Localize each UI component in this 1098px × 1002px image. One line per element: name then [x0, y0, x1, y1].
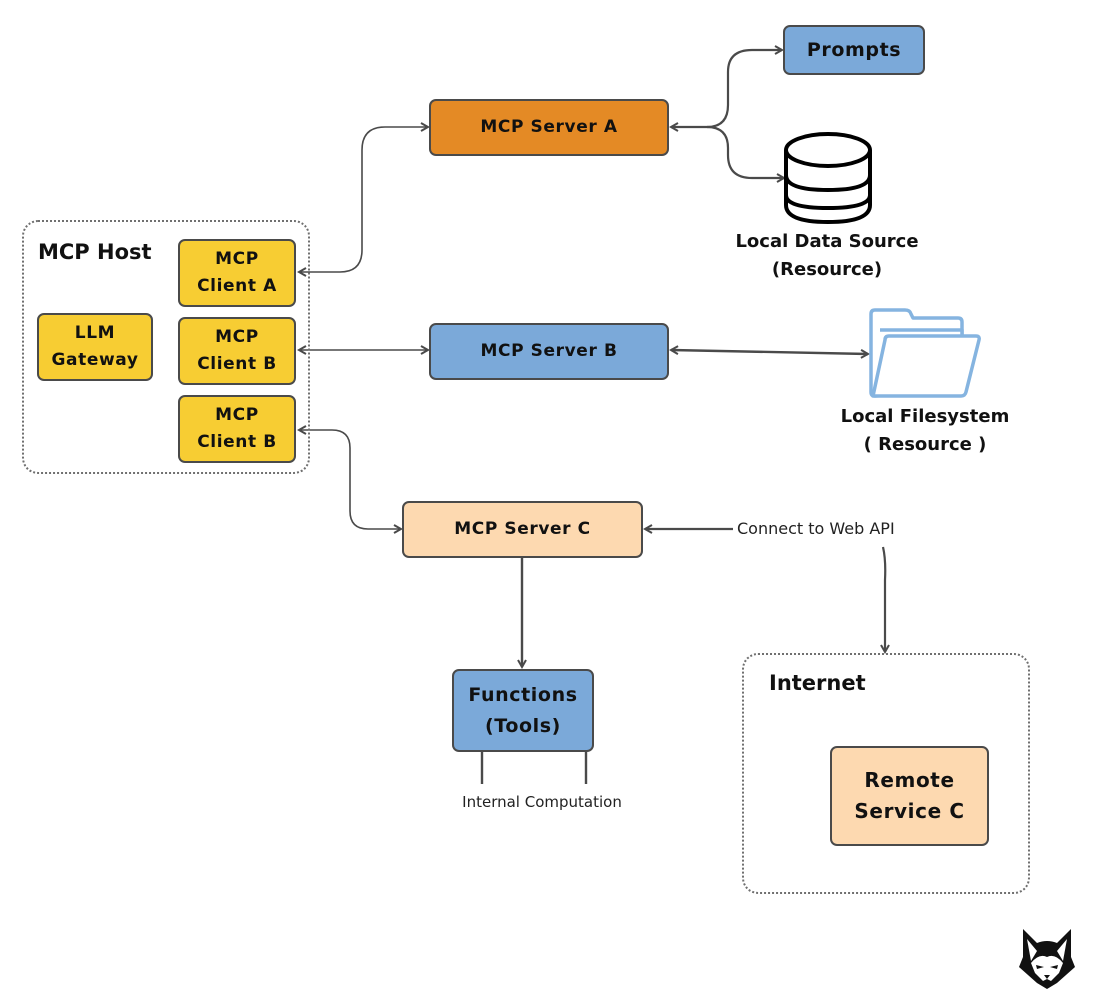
edge-server-a-data-source: [706, 125, 784, 178]
mcp-client-a-label: MCP Client A: [197, 249, 277, 296]
remote-service-c-label: Remote Service C: [854, 768, 965, 823]
llm-gateway-node[interactable]: LLM Gateway: [37, 313, 153, 381]
mcp-server-a-node[interactable]: MCP Server A: [429, 99, 669, 156]
mcp-server-b-node[interactable]: MCP Server B: [429, 323, 669, 380]
prompts-label: Prompts: [806, 38, 902, 61]
wolf-head-icon: [1019, 929, 1075, 989]
internet-group: Internet: [742, 653, 1030, 894]
mcp-client-b2-label: MCP Client B: [197, 405, 277, 452]
edge-client-a-server-a: [299, 127, 428, 272]
mcp-client-b-label: MCP Client B: [197, 327, 277, 374]
functions-tools-node[interactable]: Functions (Tools): [452, 669, 594, 752]
mcp-server-b-label: MCP Server B: [480, 341, 618, 361]
edge-web-api-internet: [883, 546, 885, 652]
internet-title: Internet: [769, 671, 866, 695]
llm-gateway-label: LLM Gateway: [51, 323, 139, 370]
folder-icon: [869, 308, 981, 398]
local-filesystem-label: Local Filesystem ( Resource ): [840, 406, 1010, 455]
mcp-server-a-label: MCP Server A: [480, 117, 618, 137]
mcp-client-b2-node[interactable]: MCP Client B: [178, 395, 296, 463]
edge-server-a-prompts: [671, 50, 782, 127]
local-data-source-label: Local Data Source (Resource): [735, 231, 919, 280]
remote-service-c-node[interactable]: Remote Service C: [830, 746, 989, 846]
mcp-client-b-node[interactable]: MCP Client B: [178, 317, 296, 385]
database-icon: [784, 132, 872, 225]
prompts-node[interactable]: Prompts: [783, 25, 925, 75]
functions-tools-label: Functions (Tools): [468, 683, 578, 737]
mcp-host-group: MCP Host: [22, 220, 310, 474]
mcp-client-a-node[interactable]: MCP Client A: [178, 239, 296, 307]
edge-client-b2-server-c: [299, 430, 401, 529]
internal-computation-label: Internal Computation: [462, 793, 622, 811]
mcp-host-title: MCP Host: [38, 240, 152, 264]
edge-server-b-filesystem: [671, 350, 868, 354]
connect-web-api-label: Connect to Web API: [737, 519, 895, 538]
mcp-server-c-label: MCP Server C: [454, 519, 591, 539]
mcp-server-c-node[interactable]: MCP Server C: [402, 501, 643, 558]
